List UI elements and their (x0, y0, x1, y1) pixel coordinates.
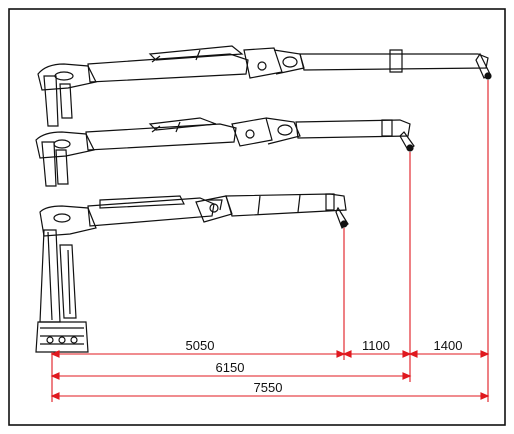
drawing-frame (8, 8, 506, 426)
dimension-label-5050: 5050 (186, 338, 215, 353)
dimension-label-1400: 1400 (434, 338, 463, 353)
dimension-label-1100: 1100 (362, 338, 390, 353)
inner-boom (87, 197, 215, 227)
crane-column (39, 229, 61, 323)
dimension-label-7550: 7550 (254, 380, 283, 395)
crane-config-medium (35, 117, 415, 187)
outer-boom (225, 193, 347, 217)
dimension-label-6150: 6150 (216, 360, 245, 375)
dimension-lines (50, 80, 490, 402)
crane-config-short (35, 193, 349, 353)
crane-config-long (37, 45, 492, 127)
